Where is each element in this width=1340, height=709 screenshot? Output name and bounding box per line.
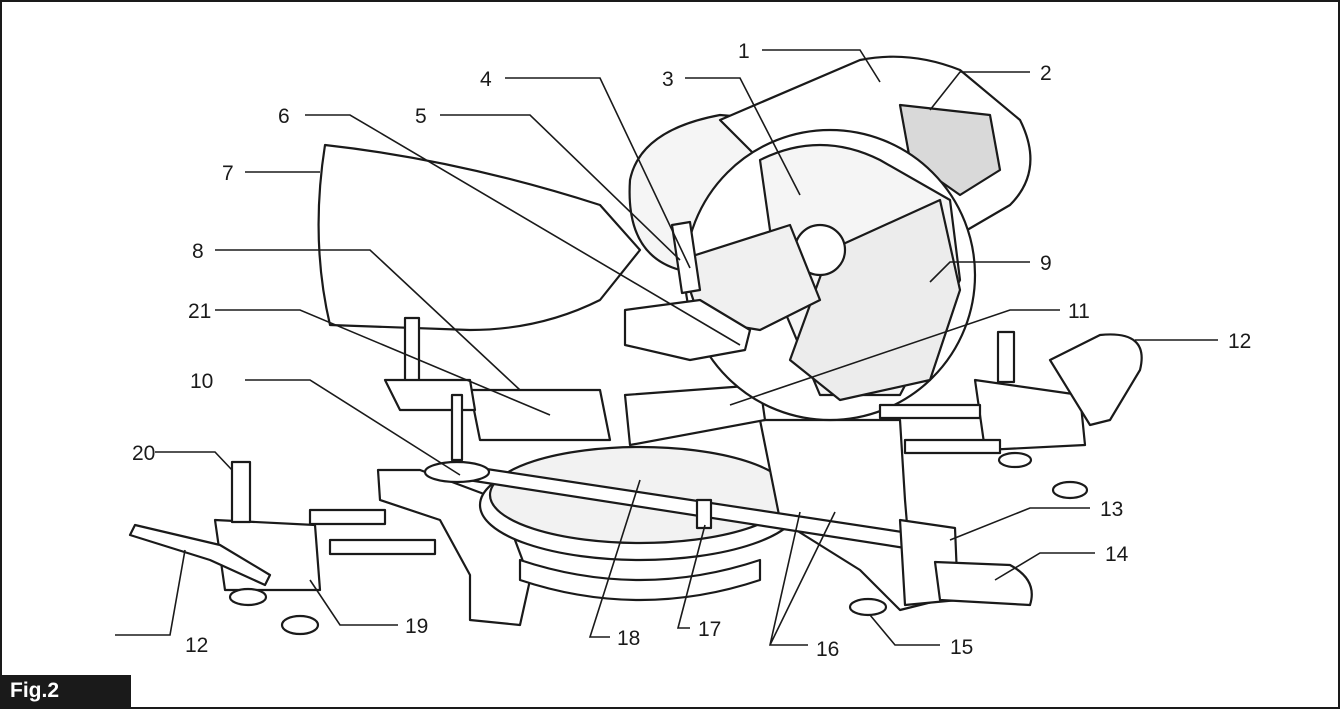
callout-5: 5	[415, 105, 427, 128]
support-bar-left	[128, 523, 272, 587]
foot-right-2	[1051, 480, 1089, 500]
vise-rod-left	[403, 316, 421, 390]
leader-lines	[115, 49, 1218, 646]
extension-rod-right-2	[903, 438, 1002, 455]
figure-label: Fig.2	[10, 679, 60, 702]
foot-left-1	[228, 587, 268, 607]
extension-rod-left-2	[328, 538, 437, 556]
dust-bag	[317, 143, 642, 332]
adjuster-bolt	[848, 597, 888, 617]
holder-right	[973, 378, 1087, 452]
leader-20	[155, 451, 233, 471]
leader-12-left	[115, 549, 186, 636]
leader-11	[729, 309, 1060, 406]
leader-13	[949, 507, 1090, 541]
callout-20: 20	[132, 442, 155, 465]
leader-5	[440, 114, 681, 261]
leader-21	[215, 309, 551, 416]
extension-rod-right-1	[878, 403, 982, 420]
callout-13: 13	[1100, 498, 1123, 521]
callout-12-left: 12	[185, 634, 208, 657]
leader-1	[762, 49, 881, 83]
leader-18	[588, 479, 641, 638]
callout-17: 17	[698, 618, 721, 641]
extension-rod-left-1	[308, 508, 387, 526]
leader-15	[869, 614, 940, 646]
hold-down-rod	[670, 220, 702, 295]
vise-screw	[450, 393, 464, 462]
vise-plate	[423, 460, 491, 484]
callout-15: 15	[950, 636, 973, 659]
leader-2	[929, 71, 1030, 111]
callout-11: 11	[1068, 300, 1090, 323]
leader-8	[215, 249, 521, 391]
foot-left-2	[280, 614, 320, 636]
figure-label-tab: Fig.2	[0, 675, 131, 709]
callout-14: 14	[1105, 543, 1129, 566]
callout-21: 21	[188, 300, 211, 323]
callout-12-right: 12	[1228, 330, 1251, 353]
leader-3	[685, 77, 801, 196]
callout-8: 8	[192, 240, 204, 263]
callout-7: 7	[222, 162, 234, 185]
callout-10: 10	[190, 370, 213, 393]
callout-1: 1	[738, 40, 750, 63]
callout-19: 19	[405, 615, 428, 638]
saw-illustration	[128, 55, 1143, 636]
holder-rod-left	[230, 460, 252, 524]
leader-17	[676, 524, 706, 629]
callout-18: 18	[617, 627, 640, 650]
callout-3: 3	[662, 68, 674, 91]
turntable-scale	[518, 558, 762, 602]
leader-10	[245, 379, 461, 476]
leader-9	[929, 261, 1030, 283]
callout-6: 6	[278, 105, 290, 128]
holder-rod-right	[996, 330, 1016, 384]
callout-9: 9	[1040, 252, 1052, 275]
leader-16	[768, 511, 836, 646]
lock-pin	[695, 498, 713, 530]
callout-numbers: 1 2 3 4 5 6 7 8 9 10 11 12 12 13 14 15 1…	[132, 40, 1251, 661]
handle-grip-opening	[898, 103, 1002, 197]
callout-16: 16	[816, 638, 839, 661]
callout-2: 2	[1040, 62, 1052, 85]
leader-4	[505, 77, 691, 269]
leader-19	[309, 579, 398, 626]
fence-right	[623, 383, 767, 447]
bevel-lock	[623, 298, 752, 362]
support-bar-right	[1048, 333, 1143, 427]
grip-handle	[933, 560, 1033, 607]
leader-14	[994, 552, 1095, 581]
fence-left	[468, 388, 612, 442]
callout-4: 4	[480, 68, 492, 91]
foot-right-1	[997, 451, 1033, 469]
leader-6	[305, 114, 741, 346]
